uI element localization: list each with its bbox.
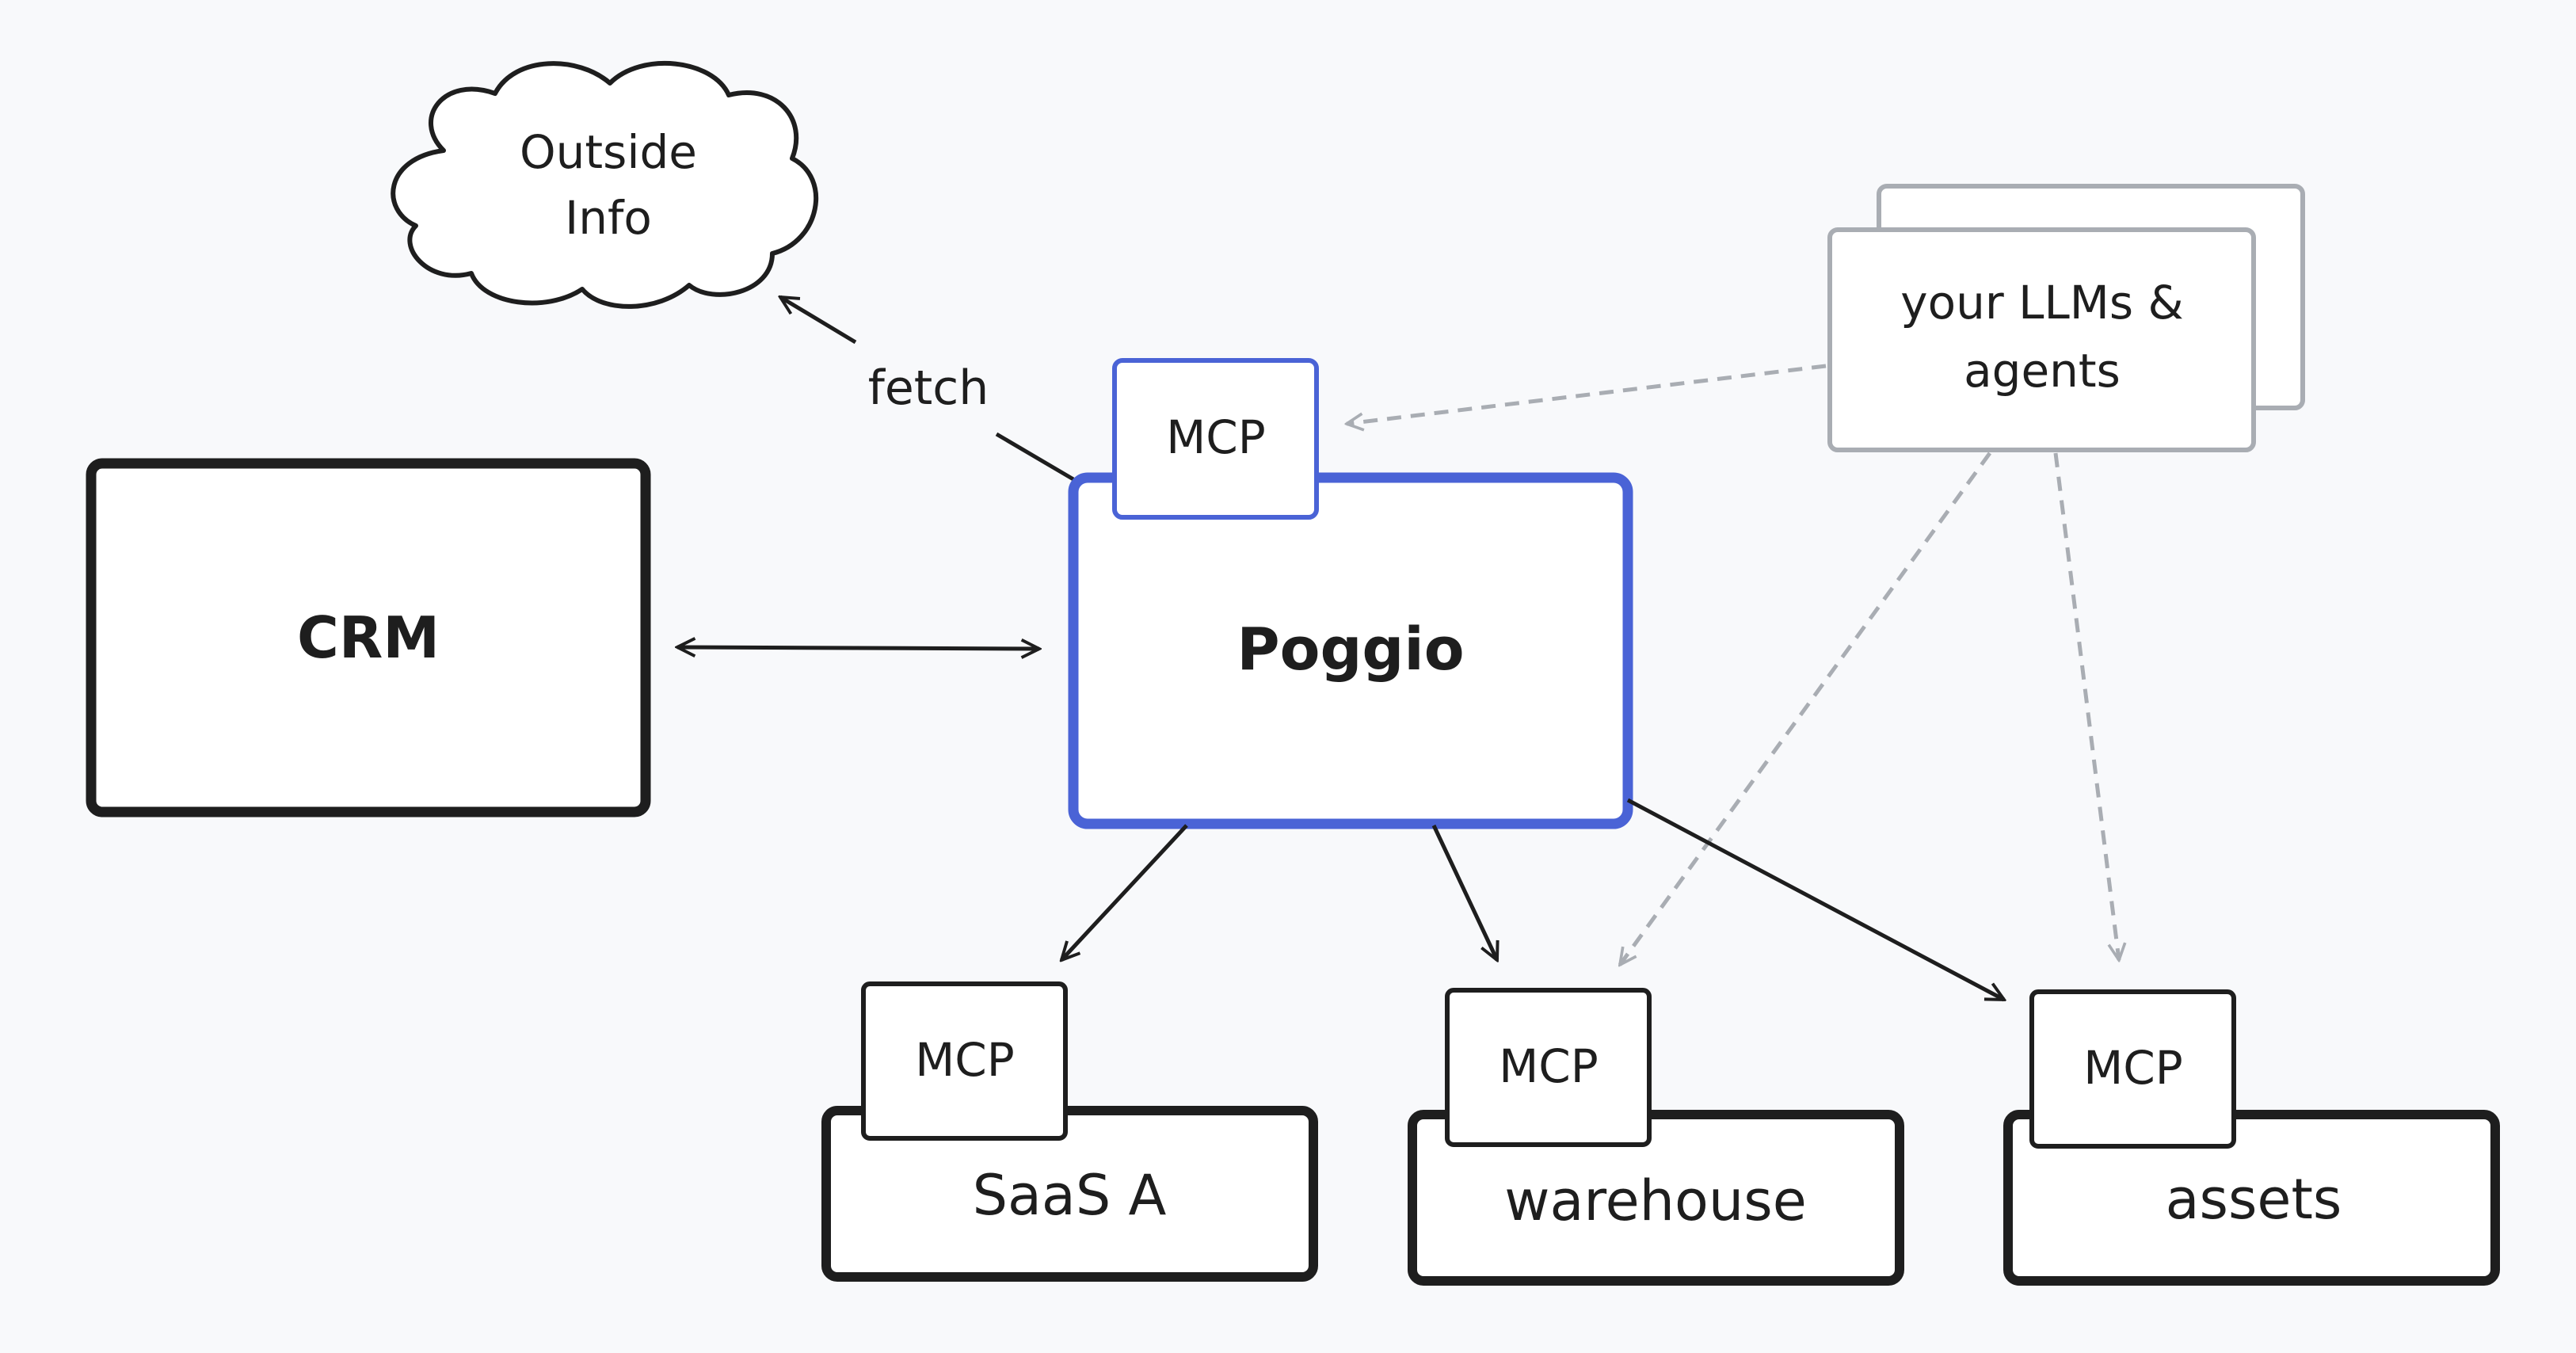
poggio-to-warehouse-edge	[1431, 824, 1497, 960]
assets-box	[2003, 1110, 2500, 1286]
warehouse-node: MCP warehouse	[1408, 988, 1904, 1286]
llms-label-line1: your LLMs &	[1900, 276, 2183, 330]
warehouse-label: warehouse	[1504, 1168, 1807, 1233]
assets-mcp-tab	[2029, 989, 2236, 1149]
assets-node: MCP assets	[2003, 989, 2500, 1286]
poggio-label: Poggio	[1237, 616, 1464, 684]
crm-poggio-edge	[677, 647, 1039, 649]
llms-to-warehouse-edge	[1620, 452, 1992, 965]
saas-a-node: MCP SaaS A	[821, 981, 1318, 1282]
poggio-mcp-label: MCP	[1166, 410, 1266, 464]
poggio-node: MCP Poggio	[1068, 358, 1633, 829]
poggio-to-assets-edge	[1626, 798, 2004, 1002]
saas-a-mcp-label: MCP	[915, 1033, 1015, 1087]
cloud-label-line2: Info	[565, 191, 652, 245]
cloud-label-line1: Outside	[520, 125, 697, 179]
poggio-to-saas-edge	[1061, 824, 1188, 960]
fetch-edge: fetch	[780, 297, 1075, 482]
llms-to-assets-edge	[2053, 452, 2119, 960]
llms-to-poggio-edge	[1347, 364, 1827, 424]
crm-node: CRM	[86, 458, 651, 818]
warehouse-mcp-tab	[1445, 988, 1652, 1147]
crm-box	[86, 458, 651, 818]
llms-agents-node: your LLMs & agents	[1827, 184, 2305, 452]
outside-info-cloud: Outside Info	[391, 61, 819, 309]
warehouse-mcp-label: MCP	[1499, 1039, 1599, 1093]
fetch-label: fetch	[868, 360, 989, 416]
saas-a-mcp-tab	[861, 981, 1068, 1141]
cloud-shape	[391, 61, 819, 309]
assets-label: assets	[2166, 1167, 2342, 1232]
saas-a-box	[821, 1106, 1318, 1282]
assets-mcp-label: MCP	[2083, 1041, 2183, 1095]
llms-front-card	[1827, 227, 2256, 452]
poggio-mcp-tab	[1112, 358, 1319, 520]
warehouse-box	[1408, 1110, 1904, 1286]
fetch-line-upper	[780, 297, 857, 345]
crm-label: CRM	[297, 604, 440, 671]
llms-label-line2: agents	[1964, 344, 2121, 398]
fetch-line-lower	[995, 432, 1075, 482]
poggio-box	[1068, 472, 1633, 829]
saas-a-label: SaaS A	[973, 1163, 1167, 1228]
